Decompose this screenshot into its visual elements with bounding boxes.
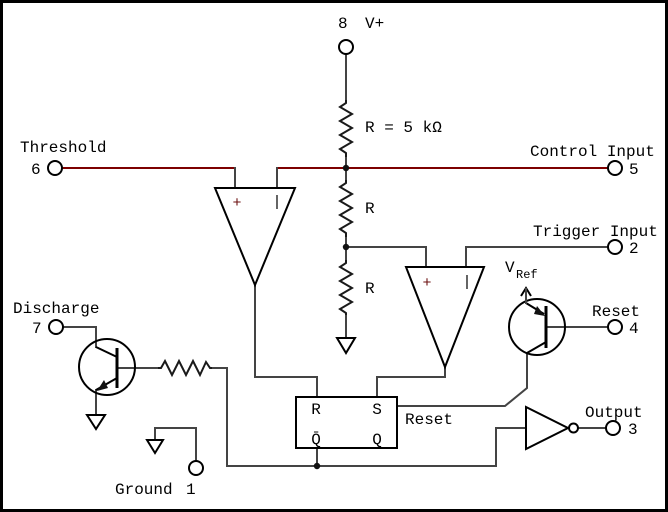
pin-5-number: 5 [629,161,639,179]
pin-6-terminal [47,160,63,176]
resistor-mid-label: R [365,200,375,218]
discharge-label: Discharge [13,300,99,318]
discharge-transistor-collector [95,346,118,358]
reset-transistor-collector [526,341,547,354]
flipflop-qbar-label: Q̄ [311,431,321,449]
flipflop-r-label: R [311,401,321,419]
npn-emitter-arrow-icon [97,380,108,391]
vref-subscript-label: Ref [516,268,538,282]
junction-dot-control [342,164,350,172]
pin-4-number: 4 [629,320,639,338]
pin-2-terminal [607,239,623,255]
pin-8-number: 8 [338,15,348,33]
pin-2-number: 2 [629,240,639,258]
qbar-rail-wire [226,427,527,467]
output-inverter [525,405,571,451]
trigger-input-label: Trigger Input [533,223,658,241]
pin-8-terminal [338,39,354,55]
junction-dot-qbar [313,462,321,470]
resistor-mid [338,180,354,237]
reset-net-wire [396,352,528,407]
supply-label: V+ [365,15,384,33]
resistor-5k-label: R = 5 kΩ [365,119,442,137]
control-input-label: Control Input [530,143,655,161]
pin-6-number: 6 [31,161,41,179]
flipflop-s-label: S [372,401,382,419]
reset-net-label: Reset [405,411,453,429]
pin-1-number: 1 [186,481,196,499]
base-resistor-out-wire [211,367,228,467]
divider-ground-symbol [335,337,357,355]
discharge-transistor-body [78,338,136,396]
comparator1-plus-label: + [232,195,241,212]
trigger-wire [465,246,609,268]
threshold-label: Threshold [20,139,106,157]
pin-3-terminal [605,420,621,436]
base-resistor [158,358,212,378]
pin-4-terminal [607,319,623,335]
pin-7-terminal [48,319,64,335]
inverter-bubble-icon [568,422,579,434]
comparator2-output-wire [376,366,446,398]
pin-5-terminal [607,160,623,176]
comparator1-output-wire [254,284,318,398]
pnp-emitter-arrow-icon [534,306,545,316]
wire-group [62,53,609,467]
output-label: Output [585,404,643,422]
comparator2-plus-label: + [422,275,431,292]
discharge-ground-symbol [85,414,107,431]
vref-label: V [505,259,515,277]
comparator2-plus-wire [345,246,427,268]
pin-7-number: 7 [32,320,42,338]
comparator1-minus-label: | [272,194,281,211]
ground-pin-wire [154,427,197,462]
comparator2-minus-label: | [462,274,471,291]
resistor-low-label: R [365,280,375,298]
reset-transistor-body [508,298,566,356]
comparator1 [213,187,297,288]
resistor-5k [338,100,354,157]
ground-label: Ground [115,481,173,499]
pin-3-number: 3 [628,421,638,439]
pin1-ground-symbol [145,439,165,455]
pin-1-terminal [188,460,204,476]
flipflop-q-label: Q [372,431,382,449]
junction-dot-divider [342,243,350,251]
reset-pin-label: Reset [592,303,640,321]
discharge-transistor [78,338,136,396]
reset-transistor [508,286,566,356]
flipflop-box [295,396,398,449]
resistor-low [338,260,354,315]
comparator2 [404,266,486,370]
